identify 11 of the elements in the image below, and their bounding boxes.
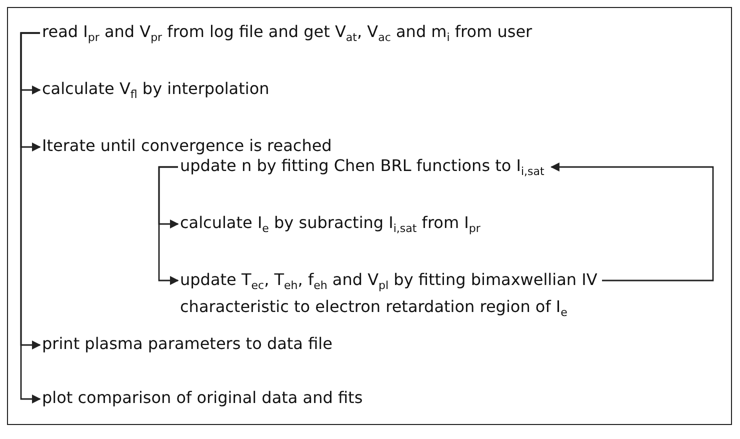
step-text: calculate I$_{e}$ by subracting I$_{i,sat}$ from I$_{pr}$ <box>180 212 480 234</box>
step-text: print plasma parameters to data file <box>42 333 332 355</box>
step-text: update n by fitting Chen BRL functions to I$_{i,sat}$ <box>180 155 544 177</box>
step-text: update T$_{ec}$, T$_{eh}$, f$_{eh}$ and V$_{pl}$ by fitting bimaxwellian IV characteristic to electron retardation region of I$_{e}$ <box>180 266 599 320</box>
arrow <box>158 166 179 285</box>
step-text: plot comparison of original data and fits <box>42 387 363 409</box>
step-text: read I$_{pr}$ and V$_{pr}$ from log file and get V$_{at}$, V$_{ac}$ and m$_{i}$ from user <box>42 21 532 43</box>
step-text: calculate V$_{fl}$ by interpolation <box>42 78 270 100</box>
arrow <box>550 162 714 282</box>
outer-frame <box>7 7 732 425</box>
step-text: Iterate until convergence is reached <box>42 135 332 157</box>
